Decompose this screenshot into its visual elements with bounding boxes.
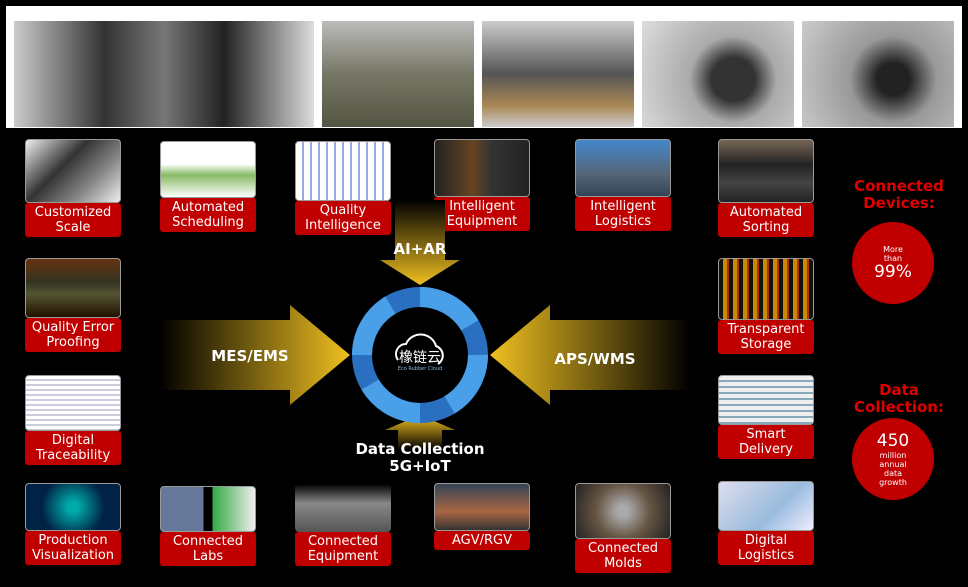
- banner-image-tire-building: [642, 21, 794, 127]
- tile-digital-logistics[interactable]: Digital Logistics: [718, 481, 814, 565]
- label-5g-iot: 5G+IoT: [389, 457, 451, 475]
- tile-label: Smart Delivery: [718, 425, 814, 459]
- tile-image: [160, 486, 256, 532]
- tile-label: Connected Labs: [160, 532, 256, 566]
- tile-digital-traceability[interactable]: Digital Traceability: [25, 375, 121, 465]
- tile-image: [25, 258, 121, 318]
- tile-agv-rgv[interactable]: AGV/RGV: [434, 483, 530, 550]
- banner-image-tire-stack: [482, 21, 634, 127]
- tile-image: [718, 139, 814, 203]
- tile-image: [25, 139, 121, 203]
- tile-image: [575, 483, 671, 539]
- tile-automated-scheduling[interactable]: Automated Scheduling: [160, 141, 256, 232]
- arrow-left: [160, 305, 350, 405]
- tile-label: Automated Sorting: [718, 203, 814, 237]
- banner-image-tire-drum: [14, 21, 314, 127]
- stat-data-circle: 450 million annual data growth: [852, 418, 934, 500]
- label-mes-ems: MES/EMS: [211, 347, 289, 365]
- tile-connected-labs[interactable]: Connected Labs: [160, 486, 256, 566]
- tile-label: Quality Intelligence: [295, 201, 391, 235]
- tile-image: [25, 483, 121, 531]
- tile-label: Automated Scheduling: [160, 198, 256, 232]
- banner-image-production-line: [322, 21, 474, 127]
- tile-label: Intelligent Logistics: [575, 197, 671, 231]
- tile-production-visualization[interactable]: Production Visualization: [25, 483, 121, 565]
- tile-image: [295, 141, 391, 201]
- stat-data-value: 450: [876, 430, 910, 451]
- label-aps-wms: APS/WMS: [554, 350, 636, 368]
- cloud-icon: [395, 333, 444, 365]
- tile-connected-molds[interactable]: Connected Molds: [575, 483, 671, 573]
- stat-devices-value: 99%: [874, 261, 912, 282]
- tile-image: [25, 375, 121, 431]
- tile-label: Intelligent Equipment: [434, 197, 530, 231]
- tile-label: Transparent Storage: [718, 320, 814, 354]
- stat-devices-circle: More than 99%: [852, 222, 934, 304]
- tile-intelligent-equipment[interactable]: Intelligent Equipment: [434, 139, 530, 231]
- banner: [6, 6, 962, 128]
- tile-customized-scale[interactable]: Customized Scale: [25, 139, 121, 237]
- tile-intelligent-logistics[interactable]: Intelligent Logistics: [575, 139, 671, 231]
- arrow-bottom: [385, 415, 455, 450]
- label-ai-ar: AI+AR: [393, 240, 447, 258]
- stat-data-post: million annual data growth: [879, 450, 907, 487]
- tile-label: Customized Scale: [25, 203, 121, 237]
- tile-label: Connected Equipment: [295, 532, 391, 566]
- tile-image: [575, 139, 671, 197]
- tile-label: Production Visualization: [25, 531, 121, 565]
- tile-transparent-storage[interactable]: Transparent Storage: [718, 258, 814, 354]
- tile-image: [718, 258, 814, 320]
- arrow-top: [380, 200, 460, 285]
- tile-image: [718, 481, 814, 531]
- tile-label: Digital Traceability: [25, 431, 121, 465]
- tile-quality-error-proofing[interactable]: Quality Error Proofing: [25, 258, 121, 352]
- stat-devices-title: Connected Devices:: [854, 177, 944, 212]
- tile-image: [434, 483, 530, 531]
- tile-label: AGV/RGV: [434, 531, 530, 550]
- tile-label: Connected Molds: [575, 539, 671, 573]
- logo-text: 橡链云: [399, 350, 441, 366]
- tile-label: Digital Logistics: [718, 531, 814, 565]
- tile-quality-intelligence[interactable]: Quality Intelligence: [295, 141, 391, 235]
- arrow-right: [490, 305, 690, 405]
- tile-automated-sorting[interactable]: Automated Sorting: [718, 139, 814, 237]
- stat-devices-pre: More than: [883, 244, 903, 263]
- logo-subtext: Eco Rubber Cloud: [397, 366, 443, 372]
- label-data-collection-line1: Data Collection: [355, 440, 485, 458]
- tile-label: Quality Error Proofing: [25, 318, 121, 352]
- tile-image: [295, 484, 391, 532]
- tile-image: [434, 139, 530, 197]
- tile-connected-equipment[interactable]: Connected Equipment: [295, 484, 391, 566]
- tile-smart-delivery[interactable]: Smart Delivery: [718, 375, 814, 459]
- banner-image-machine-closeup: [802, 21, 954, 127]
- stat-data-title: Data Collection:: [854, 381, 944, 416]
- tile-image: [718, 375, 814, 425]
- tile-image: [160, 141, 256, 198]
